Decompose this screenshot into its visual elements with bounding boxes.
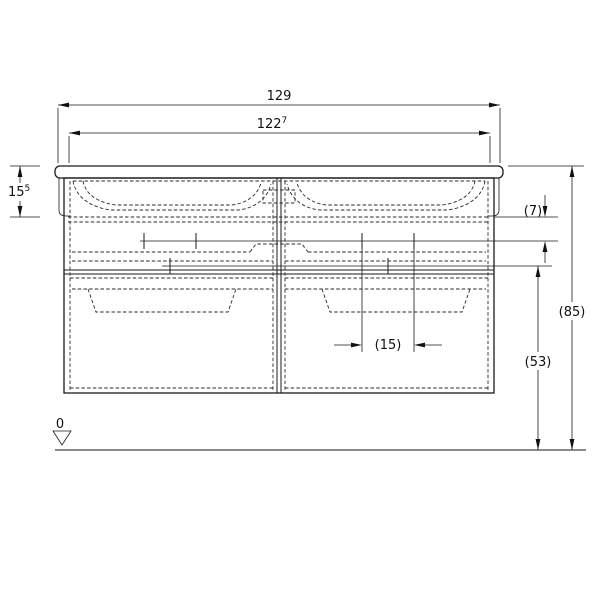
dimension-tap-offset: (7) [494, 195, 558, 263]
tap-hole-marks [140, 233, 558, 249]
dimension-inner-width: 1227 [68, 116, 491, 163]
basin-outline-dashed [68, 180, 490, 223]
overall-height-label: (85) [559, 305, 586, 320]
left-drawer-recess-dashed [87, 288, 237, 313]
drawer-details-dashed [69, 181, 489, 390]
dimension-basin-height: 155 [8, 165, 40, 218]
cabinet-body [63, 177, 495, 394]
tap-spacing-label: (15) [375, 338, 402, 353]
washbasin-top [54, 165, 504, 217]
center-deck-dashed [262, 189, 296, 204]
datum-label: 0 [56, 417, 64, 432]
dimension-lower-height: (53) [520, 266, 556, 450]
dimension-overall-height: (85) [508, 165, 590, 450]
siphon-recess-dashed [249, 243, 309, 253]
dimension-tap-spacing: (15) [334, 249, 442, 353]
datum-zero: 0 [52, 417, 72, 446]
inner-width-label: 1227 [257, 116, 288, 132]
dimension-overall-width: 129 [57, 89, 501, 163]
datum-triangle-icon [52, 430, 72, 446]
overall-width-label: 129 [267, 89, 292, 104]
basin-right-side-edge [488, 178, 500, 217]
drain-marks [162, 258, 552, 274]
basin-height-label: 155 [8, 184, 30, 200]
basin-left-side-edge [58, 178, 70, 217]
right-drawer-recess-dashed [321, 288, 471, 313]
tap-offset-label: (7) [524, 204, 542, 219]
lower-height-label: (53) [525, 355, 552, 370]
